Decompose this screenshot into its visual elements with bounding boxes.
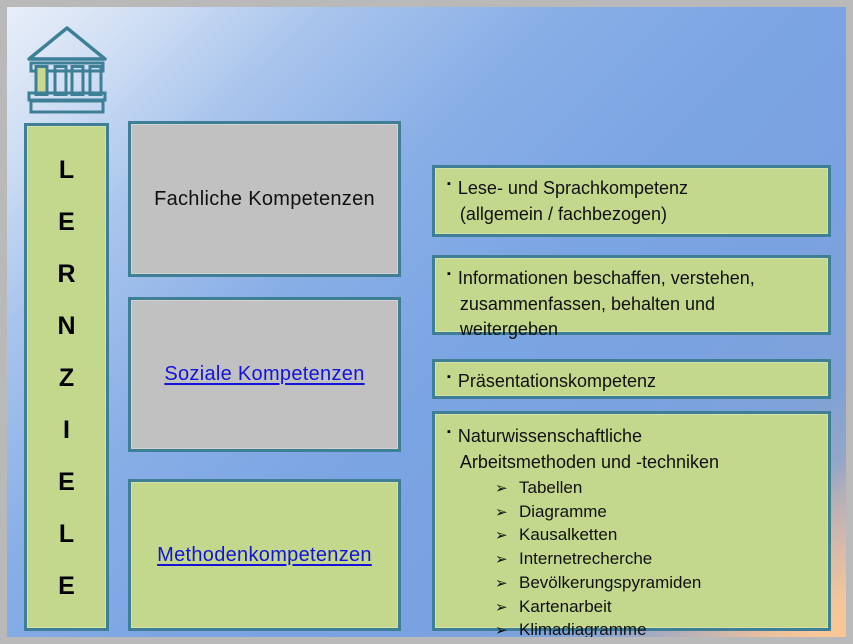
list-item-label: Kausalketten (519, 525, 618, 545)
lernziele-letter: L (58, 519, 75, 548)
competency-link-soziale[interactable]: Soziale Kompetenzen (164, 363, 365, 385)
lernziele-letter: L (58, 155, 75, 184)
list-item: ➢ Tabellen (447, 476, 818, 500)
list-item: ➢ Bevölkerungspyramiden (447, 571, 818, 595)
detail-bullet-line: ▪ Lese- und Sprachkompetenz (allgemein /… (447, 176, 818, 227)
list-item: ➢ Kausalketten (447, 523, 818, 547)
square-bullet-icon: ▪ (447, 426, 451, 438)
arrow-bullet-icon: ➢ (495, 480, 508, 498)
detail-box-naturwissenschaftliche-methoden: ▪ Naturwissenschaftliche Arbeitsmethoden… (432, 411, 831, 637)
arrow-bullet-icon: ➢ (495, 527, 508, 545)
competency-link-methoden[interactable]: Methodenkompetenzen (157, 543, 372, 566)
detail-bullet-line: ▪ Informationen beschaffen, verstehen, z… (447, 266, 818, 343)
detail-text-line2: Arbeitsmethoden und -techniken (459, 451, 720, 472)
lernziele-banner: L E R N Z I E L E (24, 123, 109, 631)
list-item-label: Klimadiagramme (519, 620, 647, 640)
detail-text-line1: Informationen beschaffen, verstehen, (457, 268, 755, 288)
list-item: ➢ Internetrecherche (447, 547, 818, 571)
lernziele-letter: E (58, 467, 75, 496)
lernziele-letter: I (63, 415, 70, 444)
detail-text-line1: Lese- und Sprachkompetenz (457, 178, 689, 198)
competency-box-methoden[interactable]: Methodenkompetenzen (128, 479, 401, 631)
detail-box-informationen: ▪ Informationen beschaffen, verstehen, z… (432, 255, 831, 339)
detail-box-lese-sprachkompetenz: ▪ Lese- und Sprachkompetenz (allgemein /… (432, 165, 831, 237)
detail-text-line2: (allgemein / fachbezogen) (459, 203, 668, 224)
list-item-label: Internetrecherche (519, 549, 653, 569)
lernziele-letter: E (58, 207, 75, 236)
competency-label-fachliche: Fachliche Kompetenzen (154, 187, 375, 210)
arrow-bullet-icon: ➢ (495, 551, 508, 569)
arrow-bullet-icon: ➢ (495, 574, 508, 592)
method-sub-list: ➢ Tabellen ➢ Diagramme ➢ Kausalketten ➢ … (447, 476, 818, 640)
detail-text-line1: Naturwissenschaftliche (457, 426, 642, 446)
detail-box-praesentationskompetenz: ▪ Präsentationskompetenz (432, 359, 831, 399)
square-bullet-icon: ▪ (447, 371, 451, 383)
list-item-label: Diagramme (519, 501, 607, 521)
arrow-bullet-icon: ➢ (495, 503, 508, 521)
list-item-label: Tabellen (519, 478, 583, 498)
list-item: ➢ Kartenarbeit (447, 595, 818, 619)
arrow-bullet-icon: ➢ (495, 622, 508, 640)
arrow-bullet-icon: ➢ (495, 598, 508, 616)
detail-bullet-line: ▪ Präsentationskompetenz (447, 369, 818, 395)
square-bullet-icon: ▪ (447, 268, 451, 280)
list-item: ➢ Klimadiagramme (447, 618, 818, 640)
lernziele-letter: Z (58, 363, 75, 392)
lernziele-letter: N (57, 311, 76, 340)
detail-text-line3: weitergeben (459, 319, 558, 340)
square-bullet-icon: ▪ (447, 178, 451, 190)
detail-text-line2: zusammenfassen, behalten und (459, 293, 716, 314)
detail-text-line1: Präsentationskompetenz (457, 371, 657, 391)
lernziele-letter: R (57, 259, 76, 288)
list-item: ➢ Diagramme (447, 500, 818, 524)
competency-box-fachliche: Fachliche Kompetenzen (128, 121, 401, 277)
list-item-label: Kartenarbeit (519, 596, 612, 616)
list-item-label: Bevölkerungspyramiden (519, 572, 702, 592)
lernziele-letter: E (58, 571, 75, 600)
classical-building-icon (27, 26, 107, 114)
competency-box-soziale[interactable]: Soziale Kompetenzen (128, 297, 401, 452)
detail-bullet-line: ▪ Naturwissenschaftliche Arbeitsmethoden… (447, 424, 818, 475)
